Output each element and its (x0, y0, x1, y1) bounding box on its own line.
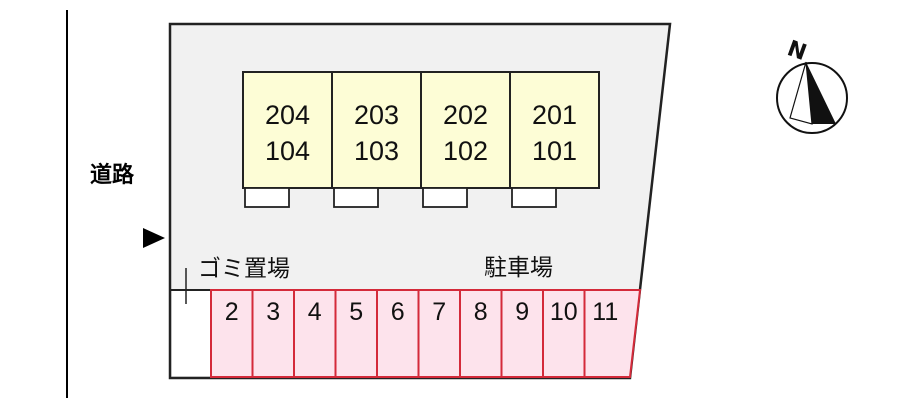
compass-needle-light (789, 61, 813, 125)
garbage-label: ゴミ置場 (198, 256, 290, 282)
garbage-area (172, 290, 211, 376)
parking-label: 駐車場 (484, 255, 553, 281)
parking-space-number: 2 (225, 298, 239, 326)
unit-balcony (244, 187, 290, 208)
unit-box (509, 71, 600, 189)
unit-number-lower: 103 (354, 136, 399, 166)
unit-number-lower: 104 (265, 136, 310, 166)
unit-box (331, 71, 422, 189)
parking-space-number: 7 (432, 298, 446, 326)
parking-space-number: 6 (391, 298, 405, 326)
parking-space-number: 4 (308, 298, 322, 326)
compass-needle-dark (806, 62, 836, 124)
entrance-arrow-icon (143, 228, 165, 248)
unit-number-upper: 201 (532, 100, 577, 130)
unit-box (242, 71, 333, 189)
north-compass-icon: N (776, 36, 848, 134)
unit-number-lower: 102 (443, 136, 488, 166)
unit-number-upper: 203 (354, 100, 399, 130)
parking-space-number: 10 (550, 298, 578, 326)
unit-number-upper: 204 (265, 100, 310, 130)
unit-balcony (422, 187, 468, 208)
unit-balcony (511, 187, 557, 208)
unit-number-upper: 202 (443, 100, 488, 130)
unit-number-lower: 101 (532, 136, 577, 166)
parking-space-number: 8 (474, 298, 488, 326)
unit-box (420, 71, 511, 189)
parking-space-number: 11 (592, 298, 618, 326)
parking-space-number: 9 (515, 298, 529, 326)
north-label: N (784, 36, 810, 66)
parking-space-number: 3 (266, 298, 280, 326)
road-label: 道路 (90, 162, 135, 188)
parking-space (583, 289, 642, 378)
parking-space-number: 5 (349, 298, 363, 326)
unit-balcony (333, 187, 379, 208)
